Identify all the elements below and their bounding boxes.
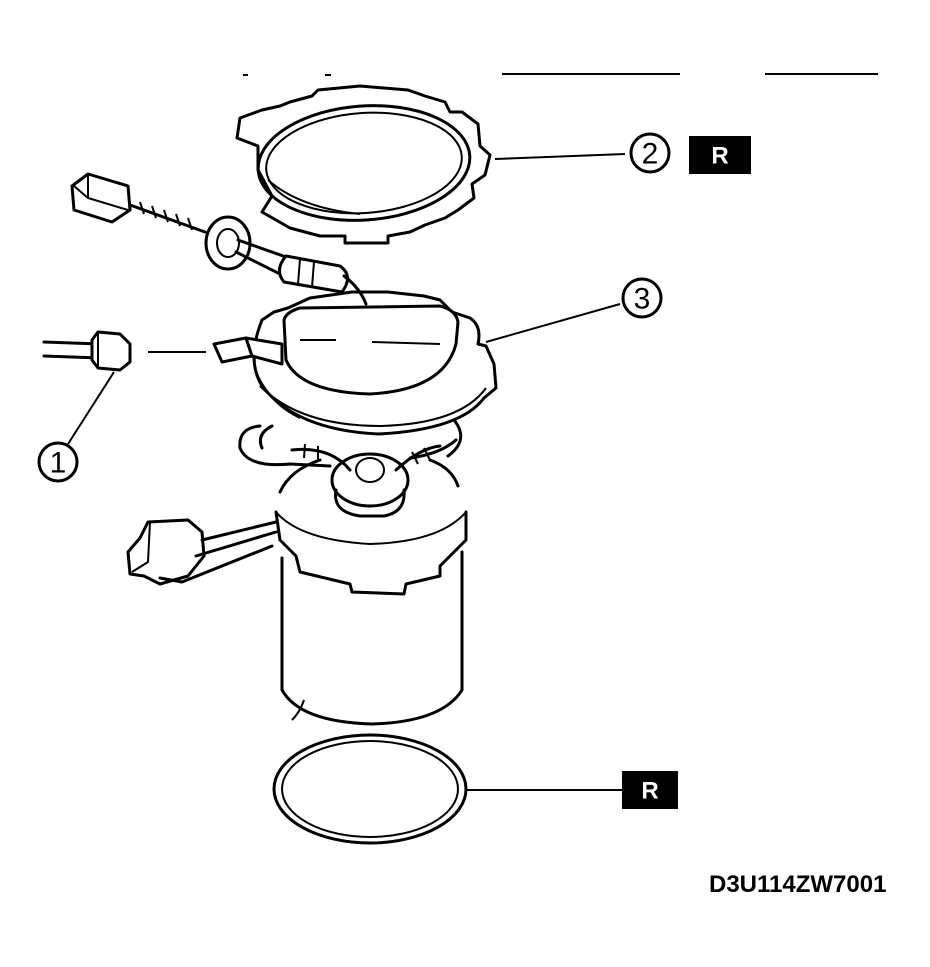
callout-3-label: 3 bbox=[634, 283, 651, 316]
gauge-sender-connector bbox=[126, 518, 278, 586]
replace-badge-bottom-label: R bbox=[641, 778, 658, 805]
pump-flange bbox=[212, 290, 498, 468]
pump-canister bbox=[274, 443, 468, 726]
figure-id: D3U114ZW7001 bbox=[709, 871, 886, 898]
lock-ring bbox=[235, 84, 492, 245]
fuel-line bbox=[42, 330, 206, 372]
callout-3: 3 bbox=[621, 277, 663, 319]
header-rules bbox=[243, 73, 878, 76]
leader-lines bbox=[67, 153, 626, 791]
replace-badge-bottom: R bbox=[622, 771, 678, 809]
sender-harness bbox=[70, 172, 368, 306]
replace-badge-top-label: R bbox=[711, 143, 728, 170]
callout-2: 2 bbox=[629, 132, 671, 174]
replace-badge-top: R bbox=[689, 136, 751, 174]
callout-1-label: 1 bbox=[50, 447, 67, 480]
callout-1: 1 bbox=[37, 441, 79, 483]
callout-2-label: 2 bbox=[642, 138, 659, 171]
o-ring-gasket bbox=[272, 733, 468, 845]
